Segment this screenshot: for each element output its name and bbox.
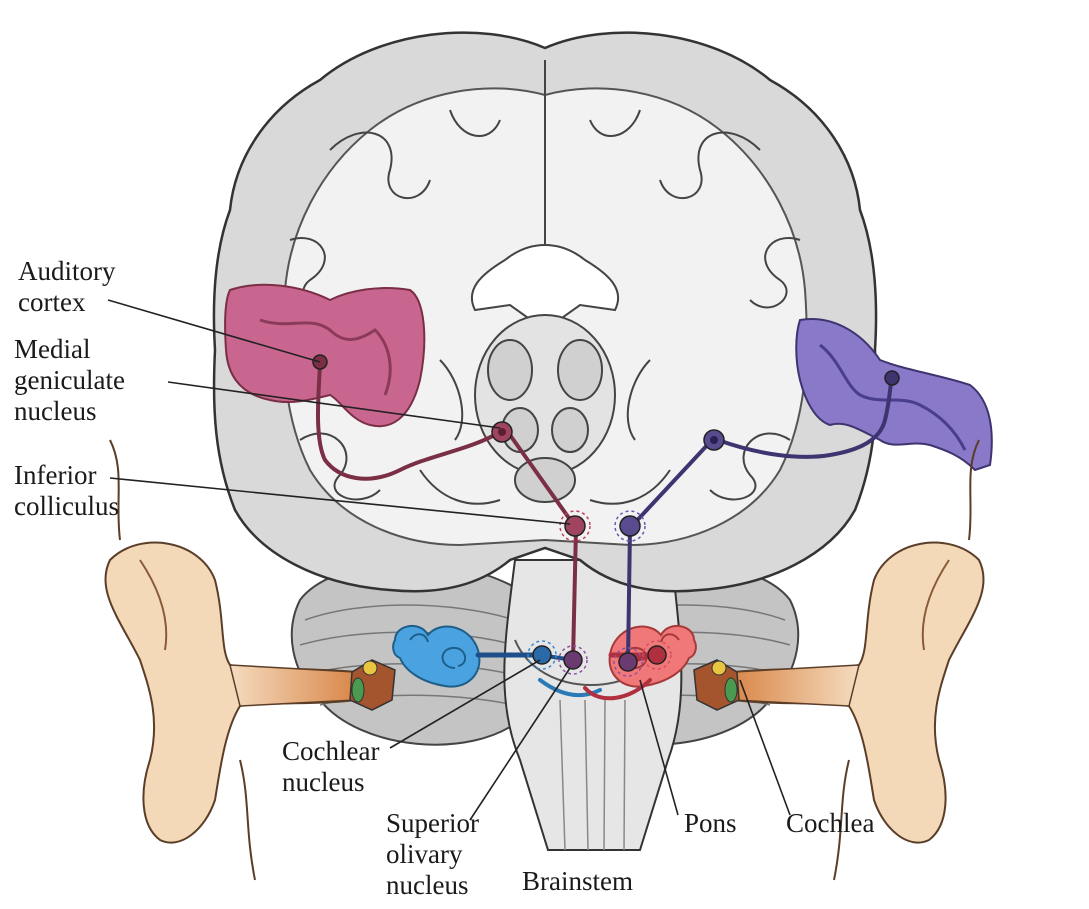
brainstem — [504, 560, 681, 850]
label-cochlea: Cochlea — [786, 808, 874, 839]
label-pons: Pons — [684, 808, 737, 839]
label-brainstem: Brainstem — [522, 866, 633, 897]
label-medial-geniculate-nucleus: Medial geniculate nucleus — [14, 334, 125, 427]
label-inferior-colliculus: Inferior colliculus — [14, 460, 119, 522]
label-cochlear-nucleus: Cochlear nucleus — [282, 736, 379, 798]
label-superior-olivary-nucleus: Superior olivary nucleus — [386, 808, 479, 901]
label-auditory-cortex: Auditory cortex — [18, 256, 116, 318]
